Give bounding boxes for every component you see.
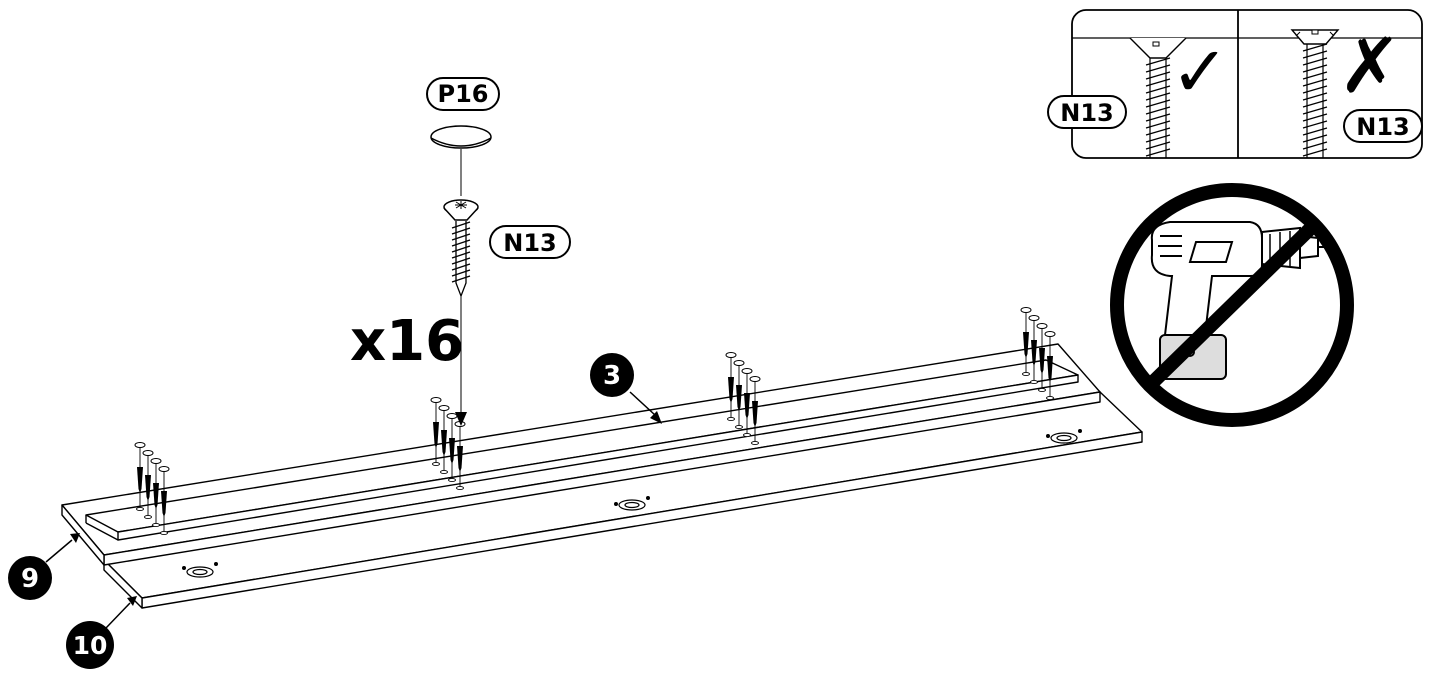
cam-hole-inner bbox=[193, 570, 207, 575]
pilot-hole bbox=[1047, 435, 1050, 438]
badge-panel-10: 10 bbox=[66, 596, 137, 669]
cover-cap-icon bbox=[431, 126, 491, 148]
pilot-hole bbox=[615, 503, 618, 506]
screw-depth-inset: ✓ N13 ✗ N13 bbox=[1048, 10, 1422, 158]
cam-hole-inner bbox=[1057, 436, 1071, 441]
badge-panel-9-number: 9 bbox=[21, 564, 39, 594]
pilot-hole bbox=[647, 497, 650, 500]
wrong-cross-icon: ✗ bbox=[1338, 21, 1402, 110]
part-label-n13: N13 bbox=[503, 229, 556, 257]
pilot-hole bbox=[1079, 430, 1082, 433]
badge-panel-9: 9 bbox=[8, 533, 80, 600]
badge-panel-10-number: 10 bbox=[73, 631, 108, 660]
quantity-label: x16 bbox=[350, 309, 464, 374]
pilot-hole bbox=[215, 563, 218, 566]
pilot-hole bbox=[183, 567, 186, 570]
correct-label-n13: N13 bbox=[1060, 99, 1113, 127]
wrong-label-n13: N13 bbox=[1356, 113, 1409, 141]
part-label-p16: P16 bbox=[438, 80, 489, 108]
cam-hole-inner bbox=[625, 503, 639, 508]
screw-n13-icon bbox=[444, 200, 478, 296]
badge-panel-3-number: 3 bbox=[603, 361, 621, 391]
no-power-drill-icon bbox=[1117, 190, 1347, 420]
hardware-callout: P16 N13 x16 bbox=[350, 78, 570, 426]
correct-checkmark-icon: ✓ bbox=[1171, 31, 1230, 113]
